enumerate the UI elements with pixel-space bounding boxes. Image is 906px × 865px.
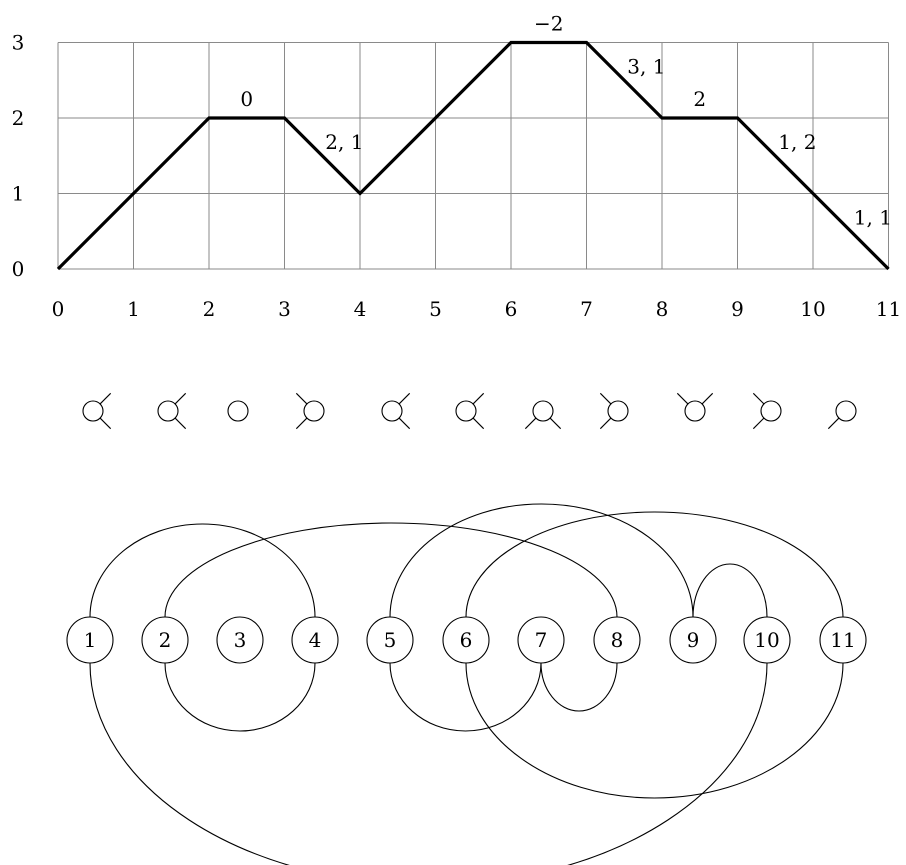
x-tick-label: 9 <box>731 297 744 321</box>
x-tick-label: 4 <box>354 297 367 321</box>
arc-above <box>465 511 844 618</box>
node-label: 5 <box>384 628 397 652</box>
x-tick-label: 6 <box>505 297 518 321</box>
series-line <box>56 40 890 271</box>
arc-below <box>89 662 768 865</box>
x-tick-label: 1 <box>127 297 140 321</box>
step-label: 3, 1 <box>627 54 665 78</box>
node-label: 7 <box>535 628 548 652</box>
local-glyph-top-fork <box>676 392 714 422</box>
node-label: 6 <box>460 628 473 652</box>
node-circle <box>216 616 264 664</box>
node-circle <box>669 616 717 664</box>
node-circle <box>442 616 490 664</box>
arc-above <box>389 503 694 618</box>
x-tick-label: 2 <box>203 297 216 321</box>
x-tick-label: 0 <box>52 297 65 321</box>
arc-above <box>692 563 768 618</box>
step-label: 1, 1 <box>854 205 892 229</box>
step-label: 2, 1 <box>325 130 363 154</box>
arc-below <box>389 662 542 732</box>
y-tick-label: 2 <box>12 106 25 130</box>
graph-node: 9 <box>669 616 717 664</box>
step-labels: 0 2, 1 −2 3, 1 2 1, 2 1, 1 <box>240 12 892 230</box>
x-tick-label: 11 <box>876 297 901 321</box>
node-circle <box>743 616 791 664</box>
graph-node: 1 <box>66 616 114 664</box>
local-glyph-right-fork <box>455 392 485 430</box>
x-tick-label: 5 <box>429 297 442 321</box>
node-circle <box>66 616 114 664</box>
step-label: 0 <box>240 87 253 111</box>
local-glyph-bottom-fork <box>524 400 562 430</box>
chart-grid <box>57 42 889 270</box>
graph-nodes: 1 2 3 4 5 6 7 8 9 10 11 <box>66 616 867 664</box>
y-tick-label: 0 <box>12 257 25 281</box>
step-label: 1, 2 <box>778 130 816 154</box>
node-circle <box>593 616 641 664</box>
axis-tick-labels: 0 1 2 3 4 5 6 7 8 9 10 11 0 1 2 3 <box>12 31 902 322</box>
local-glyph-left-fork <box>599 392 629 430</box>
arc-diagram: 1 2 3 4 5 6 7 8 9 10 11 <box>66 503 867 865</box>
arc-below <box>540 662 618 712</box>
node-label: 8 <box>611 628 624 652</box>
local-glyph-left-down <box>827 400 857 430</box>
graph-node: 8 <box>593 616 641 664</box>
local-glyph-right-fork <box>381 392 411 430</box>
node-circle <box>141 616 189 664</box>
arc-above <box>89 523 316 618</box>
graph-node: 10 <box>743 616 791 664</box>
arc-curves <box>89 503 844 865</box>
graph-node: 4 <box>291 616 339 664</box>
node-label: 9 <box>687 628 700 652</box>
arc-above <box>164 522 618 618</box>
x-tick-label: 10 <box>800 297 825 321</box>
node-circle <box>366 616 414 664</box>
arc-below <box>465 662 844 799</box>
x-tick-label: 7 <box>580 297 593 321</box>
node-label: 1 <box>84 628 97 652</box>
node-label: 3 <box>234 628 247 652</box>
local-glyph-left-fork <box>752 392 782 430</box>
y-tick-label: 3 <box>12 31 25 55</box>
node-label: 10 <box>754 628 779 652</box>
node-label: 2 <box>159 628 172 652</box>
y-tick-label: 1 <box>12 182 25 206</box>
local-glyph-bare <box>227 400 249 422</box>
arc-below <box>164 662 316 732</box>
graph-node: 7 <box>517 616 565 664</box>
local-glyph-left-fork <box>295 392 325 430</box>
graph-node: 5 <box>366 616 414 664</box>
local-glyph-row <box>82 392 857 430</box>
node-label: 4 <box>309 628 322 652</box>
x-tick-label: 8 <box>656 297 669 321</box>
lattice-path-chart: 0 1 2 3 4 5 6 7 8 9 10 11 0 1 2 3 0 2, 1 −2 3, 1 2 1, 2 1, 1 <box>12 12 902 322</box>
local-glyph-right-fork <box>157 392 187 430</box>
local-glyph-right-fork <box>82 392 112 430</box>
x-tick-label: 3 <box>278 297 291 321</box>
node-circle <box>819 616 867 664</box>
graph-node: 3 <box>216 616 264 664</box>
graph-node: 2 <box>141 616 189 664</box>
step-label: −2 <box>534 12 563 36</box>
graph-node: 11 <box>819 616 867 664</box>
node-label: 11 <box>830 628 855 652</box>
node-circle <box>517 616 565 664</box>
graph-node: 6 <box>442 616 490 664</box>
node-circle <box>291 616 339 664</box>
step-label: 2 <box>693 87 706 111</box>
